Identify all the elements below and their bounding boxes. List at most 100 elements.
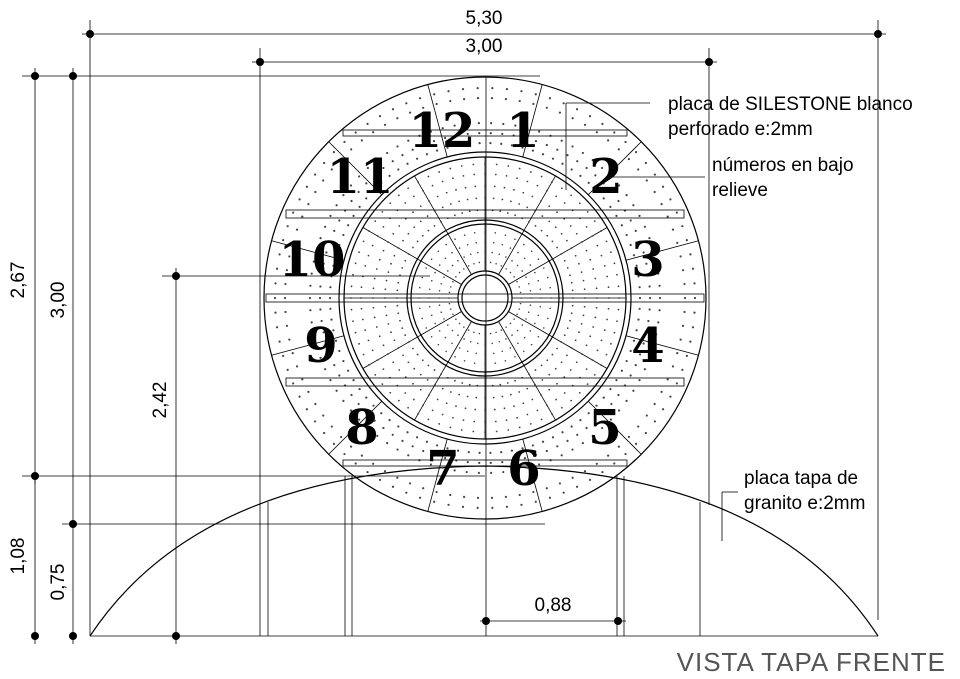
perforation-dot bbox=[419, 496, 422, 499]
note-silestone: placa de SILESTONE blanco perforado e:2m… bbox=[565, 94, 913, 190]
perforation-dot bbox=[358, 251, 360, 254]
perforation-dot bbox=[412, 382, 414, 385]
perforation-dot bbox=[477, 342, 479, 345]
perforation-dot bbox=[625, 233, 628, 237]
perforation-dot bbox=[581, 441, 584, 445]
perforation-dot bbox=[275, 326, 279, 329]
perforation-dot bbox=[441, 387, 444, 390]
note-granite-line2: granito e:2mm bbox=[744, 493, 865, 514]
perforation-dot bbox=[360, 286, 363, 289]
perforation-dot bbox=[637, 425, 640, 428]
perforation-dot bbox=[298, 395, 301, 398]
perforation-dot bbox=[632, 204, 635, 207]
perforation-dot bbox=[312, 260, 315, 263]
perforation-dot bbox=[492, 197, 495, 200]
perforation-dot bbox=[520, 503, 523, 506]
outer-ring bbox=[263, 76, 707, 520]
perforation-dot bbox=[484, 231, 486, 233]
note-numbers: números en bajo relieve bbox=[610, 155, 854, 201]
perforation-dot bbox=[534, 93, 537, 96]
perforation-dot bbox=[452, 313, 454, 316]
perforation-dot bbox=[367, 339, 370, 342]
perforation-dot bbox=[291, 352, 294, 355]
dim-height-2-67: 2,67 bbox=[8, 68, 540, 484]
perforation-dot bbox=[526, 413, 529, 416]
outer-spoke bbox=[271, 240, 345, 261]
perforation-dot bbox=[454, 379, 456, 382]
perforation-dot bbox=[525, 318, 527, 320]
perforation-dot bbox=[484, 333, 486, 335]
perforation-dot bbox=[408, 482, 412, 485]
perforation-dot bbox=[642, 342, 645, 345]
note-numbers-line2: relieve bbox=[712, 180, 768, 201]
perforation-dot bbox=[451, 329, 454, 332]
perforation-dot bbox=[467, 265, 470, 267]
perforation-dot bbox=[310, 272, 313, 275]
perforation-dot bbox=[571, 289, 574, 292]
perforation-dot bbox=[473, 232, 476, 234]
perforation-dot bbox=[581, 241, 583, 243]
perforation-dot bbox=[368, 230, 370, 232]
perforation-dot bbox=[505, 326, 507, 328]
perforation-dot bbox=[475, 396, 478, 399]
perforation-dot bbox=[335, 389, 338, 392]
perforation-dot bbox=[358, 342, 360, 345]
perforation-dot bbox=[531, 444, 534, 447]
perforation-dot bbox=[657, 321, 660, 324]
perforation-dot bbox=[655, 333, 658, 336]
perforation-dot bbox=[501, 395, 504, 398]
perforation-dot bbox=[671, 365, 675, 368]
perforation-dot bbox=[638, 296, 642, 300]
perforation-dot bbox=[558, 111, 562, 114]
perforation-dot bbox=[571, 476, 574, 479]
perforation-dot bbox=[537, 463, 541, 466]
perforation-dot bbox=[605, 240, 608, 243]
perforation-dot bbox=[510, 449, 514, 452]
perforation-dot bbox=[366, 470, 369, 474]
outer-spoke bbox=[427, 84, 448, 158]
perforation-dot bbox=[286, 225, 289, 228]
perforation-dot bbox=[539, 288, 542, 291]
perforation-dot bbox=[427, 229, 430, 232]
perforation-dot bbox=[438, 264, 441, 266]
perforation-dot bbox=[461, 382, 464, 384]
perforation-dot bbox=[451, 342, 453, 345]
perforation-dot bbox=[504, 97, 508, 101]
perforation-dot bbox=[681, 368, 684, 371]
perforation-dot bbox=[638, 353, 642, 356]
center-hub bbox=[457, 270, 513, 326]
perforation-dot bbox=[461, 505, 465, 508]
perforation-dot bbox=[384, 297, 386, 299]
perforation-dot bbox=[392, 232, 395, 235]
perforation-dot bbox=[522, 402, 525, 405]
perforation-dot bbox=[528, 220, 530, 223]
perforation-dot bbox=[466, 460, 469, 464]
perforation-dot bbox=[518, 203, 521, 205]
perforation-dot bbox=[285, 324, 289, 327]
perforation-dot bbox=[362, 240, 365, 243]
perforation-dot bbox=[440, 373, 442, 376]
perforation-dot bbox=[500, 329, 503, 331]
perforation-dot bbox=[490, 496, 494, 499]
perforation-dot bbox=[383, 470, 387, 473]
perforation-dot bbox=[529, 264, 532, 266]
perforation-dot bbox=[449, 99, 452, 103]
perforation-dot bbox=[484, 163, 486, 165]
perforation-dot bbox=[571, 304, 574, 307]
perforation-dot bbox=[531, 398, 534, 401]
perforation-dot bbox=[473, 331, 475, 334]
perforation-dot bbox=[314, 173, 317, 176]
perforation-dot bbox=[505, 88, 509, 91]
perforation-dot bbox=[518, 308, 521, 310]
perforation-dot bbox=[518, 99, 521, 103]
clock-dial bbox=[263, 76, 707, 520]
perforation-dot bbox=[319, 356, 322, 359]
numeral-11: 11 bbox=[327, 149, 394, 205]
perforation-dot bbox=[637, 275, 640, 278]
perforation-dot bbox=[292, 211, 295, 214]
perforation-dot bbox=[617, 308, 620, 311]
perforation-dot bbox=[466, 395, 469, 398]
perforation-dot bbox=[522, 191, 525, 194]
dim-height-3-00: 3,00 bbox=[48, 68, 77, 644]
perforation-dot bbox=[492, 241, 495, 244]
